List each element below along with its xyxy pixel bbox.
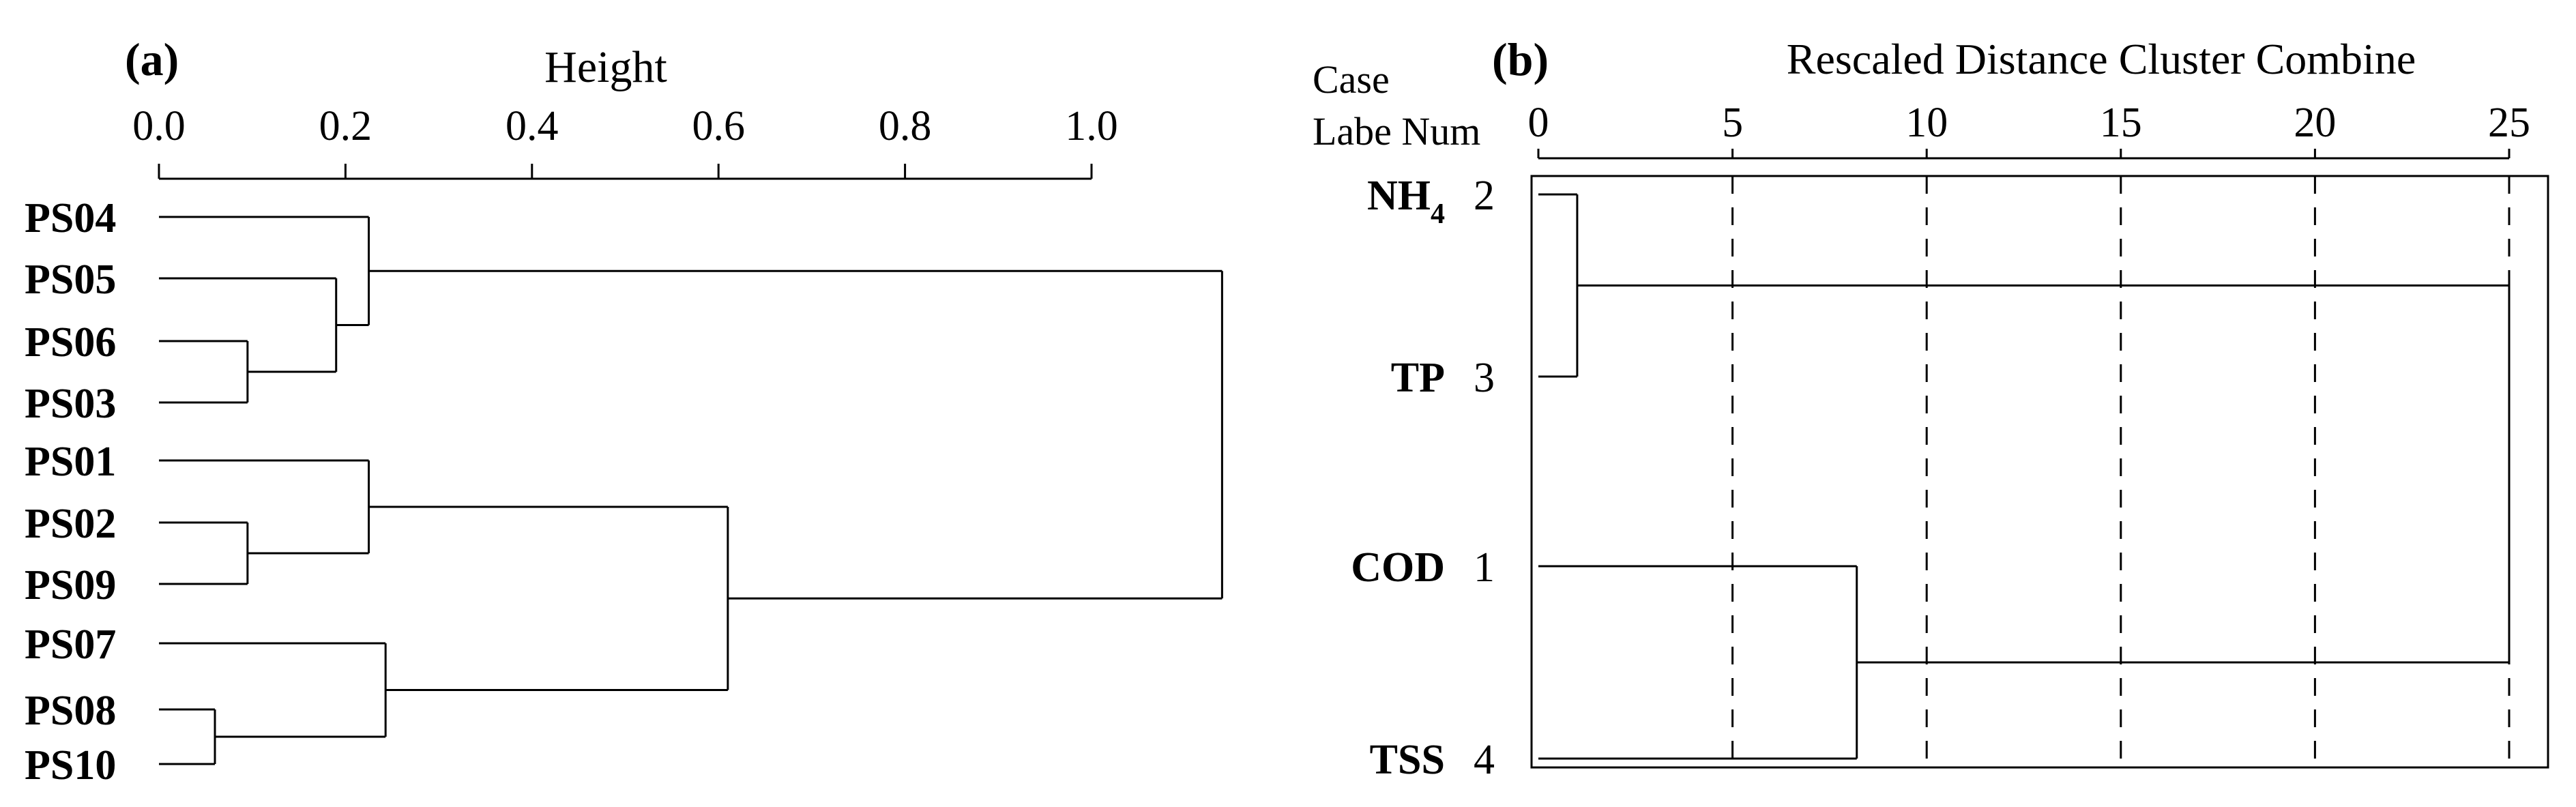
panel-a-x-axis: 0.0 0.2 0.4 0.6 0.8 1.0 (132, 103, 1118, 180)
panel-a-tick-label: 1.0 (1065, 103, 1118, 149)
panel-b-dendrogram: (b) Rescaled Distance Cluster Combine Ca… (1313, 33, 2549, 783)
panel-b-label: (b) (1492, 33, 1549, 85)
panel-a-axis-title: Height (544, 42, 667, 92)
panel-b-tick-label: 15 (2100, 100, 2142, 146)
panel-b-leaf-number: 3 (1474, 355, 1495, 401)
panel-b-leaf-label: NH4 (1367, 173, 1445, 230)
panel-a-leaf-label: PS04 (25, 195, 116, 241)
panel-a-leaf-label: PS09 (25, 562, 116, 608)
panel-a-leaf-label: PS02 (25, 501, 116, 547)
panel-b-tick-label: 10 (1905, 100, 1948, 146)
panel-b-links (1538, 193, 2511, 760)
panel-a-leaf-label: PS08 (25, 688, 116, 734)
panel-b-grid (1731, 176, 2511, 767)
panel-a-tick-label: 0.2 (319, 103, 372, 149)
panel-a-leaf-label: PS10 (25, 742, 116, 789)
panel-b-tick-label: 0 (1528, 100, 1549, 146)
panel-b-leaf-number: 1 (1474, 544, 1495, 591)
panel-b-axis-title: Rescaled Distance Cluster Combine (1787, 35, 2416, 83)
panel-b-header-labe-num: Labe Num (1313, 109, 1480, 153)
panel-a-leaf-label: PS06 (25, 319, 116, 366)
panel-b-leaf-label: COD (1351, 544, 1445, 591)
panel-b-leaf-number: 4 (1474, 737, 1495, 783)
panel-b-tick-label: 25 (2488, 100, 2530, 146)
panel-a-tick-label: 0.6 (692, 103, 745, 149)
panel-a-links (159, 216, 1223, 765)
panel-a-leaf-label: PS01 (25, 439, 116, 485)
panel-b-x-axis: 0 5 10 15 20 25 (1528, 100, 2530, 160)
panel-b-leaf-label: TP (1391, 355, 1445, 401)
panel-b-leaf-number: 2 (1474, 173, 1495, 219)
panel-b-tick-label: 20 (2294, 100, 2336, 146)
panel-a-tick-label: 0.8 (879, 103, 932, 149)
panel-b-header-case: Case (1313, 57, 1390, 102)
panel-a-leaf-label: PS03 (25, 381, 116, 427)
panel-b-plot-frame (1530, 175, 2549, 769)
panel-b-leaf-label: TSS (1370, 737, 1445, 783)
panel-a-label: (a) (125, 33, 179, 85)
panel-a-leaf-label: PS07 (25, 621, 116, 668)
panel-a-tick-label: 0.4 (506, 103, 559, 149)
panel-a-tick-label: 0.0 (132, 103, 186, 149)
panel-a-leaf-label: PS05 (25, 256, 116, 303)
panel-b-tick-label: 5 (1722, 100, 1743, 146)
